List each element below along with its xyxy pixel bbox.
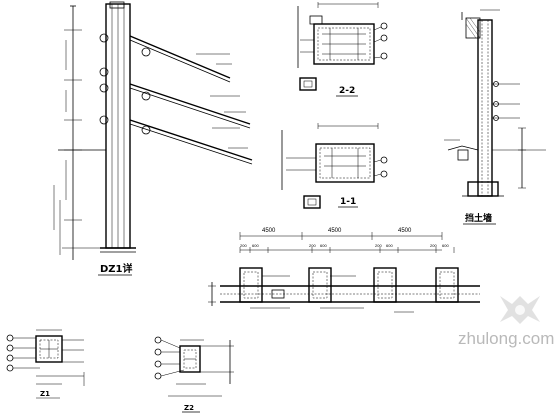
- watermark-text: zhulong.com: [458, 329, 554, 348]
- span-dimension-1: 4500: [262, 228, 276, 234]
- width-dimension-200b: 200: [309, 243, 316, 248]
- width-dimension-600d: 600: [442, 243, 449, 248]
- width-dimension-200d: 200: [430, 243, 437, 248]
- detail-z1: [6, 329, 85, 399]
- detail-z1-title: Z1: [40, 390, 50, 398]
- detail-z2-title: Z2: [184, 404, 194, 412]
- watermark-logo: [500, 296, 540, 324]
- width-dimension-600c: 600: [386, 243, 393, 248]
- section-1-1: [281, 123, 388, 209]
- section-2-2: [297, 2, 388, 91]
- span-dimension-2: 4500: [328, 228, 342, 234]
- retaining-wall-title: 挡土墙: [465, 212, 492, 224]
- section-2-2-title: 2-2: [339, 86, 355, 96]
- width-dimension-600b: 600: [320, 243, 327, 248]
- foundation-beam-elevation: [208, 232, 480, 313]
- width-dimension-600a: 600: [252, 243, 259, 248]
- column-dz1-elevation: [53, 1, 253, 260]
- detail-z2: [154, 336, 234, 397]
- width-dimension-200a: 200: [240, 243, 247, 248]
- width-dimension-200c: 200: [375, 243, 382, 248]
- section-1-1-title: 1-1: [340, 197, 356, 207]
- column-dz1-title: DZ1详: [100, 262, 133, 275]
- span-dimension-3: 4500: [398, 228, 412, 234]
- retaining-wall-section: [444, 9, 546, 197]
